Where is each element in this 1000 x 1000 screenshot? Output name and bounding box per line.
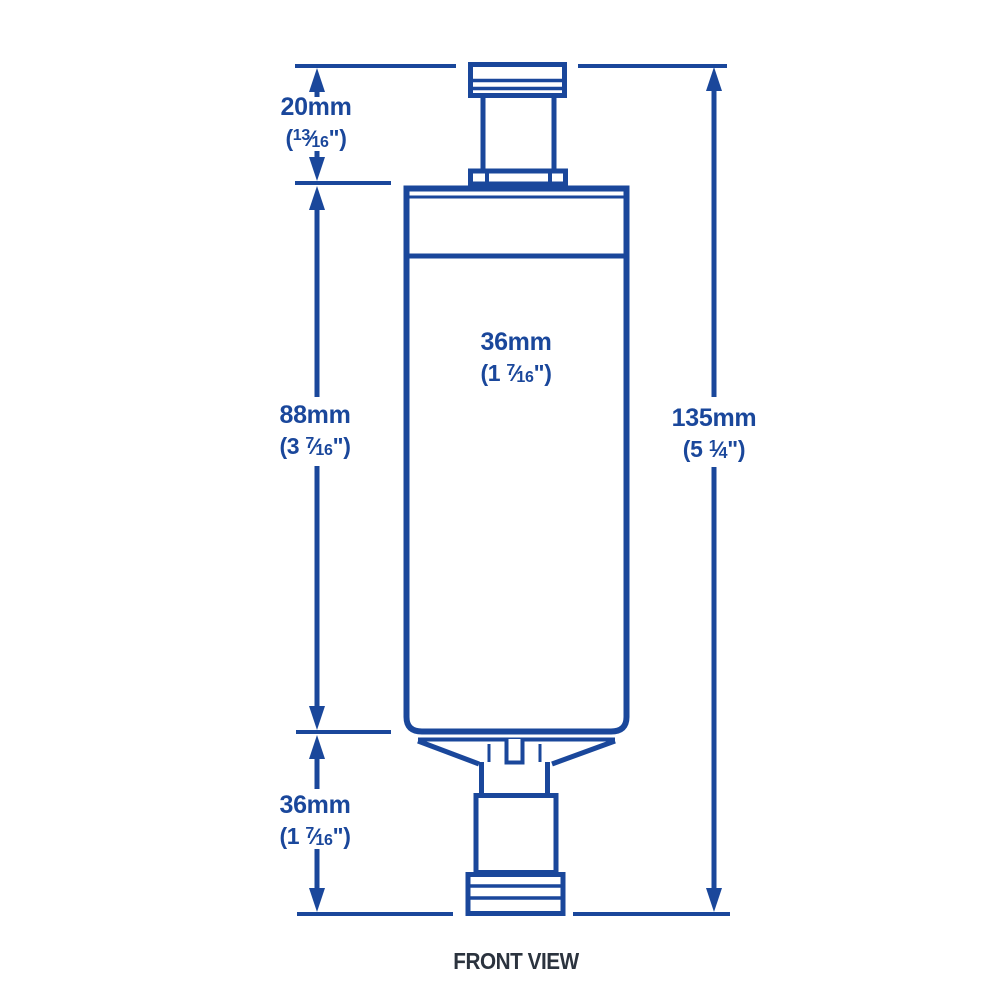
inch-whole: 1 [286, 823, 306, 849]
arrow-up-icon [706, 67, 722, 91]
inch-open: ( [682, 436, 691, 462]
arrow-down-icon [309, 157, 325, 181]
dimension-20mm [309, 68, 325, 181]
arrow-up-icon [309, 735, 325, 759]
arrow-up-icon [309, 68, 325, 92]
fraction-slash: ⁄ [313, 434, 317, 459]
fraction-slash: ⁄ [514, 361, 518, 386]
view-caption: FRONT VIEW [453, 948, 579, 974]
fraction-numerator: 7 [305, 825, 315, 842]
inch-close: ") [727, 436, 746, 462]
extension-lines [295, 64, 730, 916]
dim-label-body-height: 88mm (3 7⁄16") [279, 402, 350, 466]
fraction-numerator: 13 [292, 127, 311, 144]
inch-whole: 5 [690, 436, 709, 462]
arrow-down-icon [309, 706, 325, 730]
dim-inch-value: (13⁄16") [280, 121, 351, 158]
taper-right [551, 738, 616, 767]
inch-whole: 1 [487, 360, 507, 386]
inch-open: ( [285, 125, 293, 151]
arrow-down-icon [309, 888, 325, 912]
fraction-denominator: 16 [516, 369, 534, 386]
dim-mm-value: 88mm [279, 401, 351, 429]
center-drain-tab [504, 739, 525, 765]
dim-label-top-port: 20mm (13⁄16") [280, 94, 351, 158]
arrow-up-icon [309, 186, 325, 210]
taper-left [417, 738, 480, 767]
fraction-denominator: 16 [315, 832, 333, 849]
inch-open: ( [279, 823, 287, 849]
inch-open: ( [279, 433, 287, 459]
bottom-port-cap [465, 872, 566, 916]
inch-close: ") [332, 433, 351, 459]
filter-device [403, 62, 630, 916]
dim-label-bottom-port: 36mm (1 7⁄16") [279, 792, 350, 856]
dimension-36mm-bottom [309, 735, 325, 912]
fraction-numerator: 7 [506, 362, 516, 379]
fraction-denominator: 4 [718, 445, 728, 462]
fraction-slash: ⁄ [313, 824, 317, 849]
fraction-denominator: 16 [311, 134, 329, 151]
inch-close: ") [328, 125, 347, 151]
inch-open: ( [480, 360, 488, 386]
dim-label-body-width: 36mm (1 7⁄16") [480, 329, 551, 393]
inch-close: ") [332, 823, 351, 849]
arrow-down-icon [706, 888, 722, 912]
fraction-numerator: 1 [708, 438, 718, 455]
dim-mm-value: 36mm [480, 328, 552, 356]
dim-inch-value: (1 7⁄16") [480, 356, 551, 393]
dim-mm-value: 135mm [671, 404, 757, 432]
fraction-slash: ⁄ [309, 126, 313, 151]
fraction-slash: ⁄ [716, 437, 720, 462]
inch-whole: 3 [286, 433, 306, 459]
inch-close: ") [533, 360, 552, 386]
dimension-88mm [309, 186, 325, 730]
fraction-numerator: 7 [305, 435, 315, 452]
dim-inch-value: (1 7⁄16") [279, 819, 350, 856]
bottom-port-coupler [473, 793, 559, 875]
fraction-denominator: 16 [315, 442, 333, 459]
dim-mm-value: 36mm [279, 791, 351, 819]
dimension-135mm [706, 67, 722, 912]
dim-inch-value: (3 7⁄16") [279, 429, 350, 466]
cylinder-body [403, 185, 630, 735]
top-port-flange [468, 168, 568, 187]
dim-label-overall-height: 135mm (5 1⁄4") [672, 405, 757, 469]
dim-mm-value: 20mm [280, 93, 352, 121]
dim-inch-value: (5 1⁄4") [672, 432, 757, 469]
